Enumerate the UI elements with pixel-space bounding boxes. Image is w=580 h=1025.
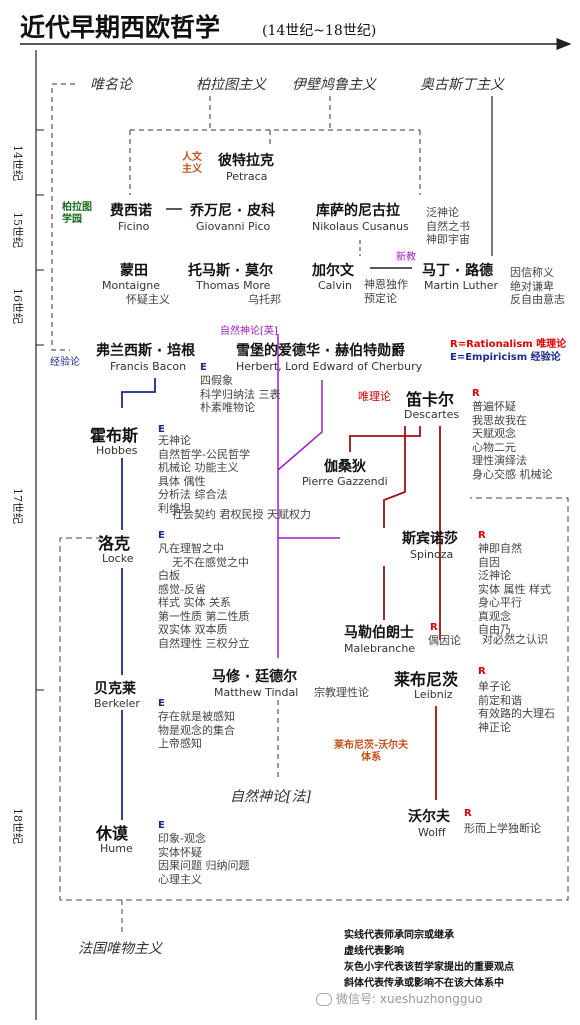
- school-french-materialism: 法国唯物主义: [78, 941, 162, 957]
- leibniz-tag: R: [478, 666, 486, 677]
- cusanus-ideas: 泛神论自然之书神即宇宙: [426, 206, 470, 246]
- calvin-en: Calvin: [318, 279, 353, 292]
- herbert-name: 雪堡的爱德华 · 赫伯特勋爵: [236, 343, 406, 359]
- pico-en: Giovanni Pico: [196, 220, 271, 233]
- bacon-en: Francis Bacon: [110, 360, 187, 373]
- petrarca-en: Petraca: [226, 170, 268, 183]
- locke-en: Locke: [102, 552, 134, 565]
- century-18: 18世纪: [11, 808, 24, 844]
- malebranche-ideas: 偶因论: [428, 634, 461, 647]
- luther-name: 马丁 · 路德: [422, 263, 494, 279]
- berkeley-ideas: 存在就是被感知物是观念的集合上帝感知: [158, 710, 235, 750]
- luther-ideas: 因信称义绝对谦卑反自由意志: [510, 266, 565, 306]
- empiricism-label: 经验论: [50, 357, 80, 368]
- locke-name: 洛克: [98, 534, 131, 553]
- hobbes-ideas: 无神论自然哲学-公民哲学机械论 功能主义 具体 偶性分析法 综合法利维坦: [158, 434, 250, 515]
- calvin-ideas: 神恩独作预定论: [364, 278, 408, 305]
- wechat-icon: [316, 993, 332, 1006]
- descartes-ideas: 普遍怀疑我思故我在天赋观念 心物二元理性演绎法身心交感 机械论: [472, 400, 553, 481]
- locke-ideas: 凡在理智之中无不在感觉之中白板 感觉-反省样式 实体 关系第一性质 第二性质 双…: [158, 542, 250, 650]
- natural-deism-en: 自然神论[英]: [220, 326, 278, 337]
- wolff-tag: R: [464, 808, 472, 819]
- wolff-ideas: 形而上学独断论: [464, 822, 541, 835]
- descartes-name: 笛卡尔: [406, 390, 455, 409]
- school-epicureanism: 伊壁鸠鲁主义: [292, 77, 376, 93]
- spinoza-ideas: 神即自然自因泛神论 实体 属性 样式身心平行真观念 自由乃: [478, 542, 551, 636]
- hobbes-ideas-extra: 社会契约 君权民授 天赋权力: [172, 508, 311, 521]
- school-nominalism: 唯名论: [90, 77, 132, 93]
- berkeley-name: 贝克莱: [94, 681, 136, 697]
- protestant-label: 新教: [396, 252, 416, 263]
- hume-en: Hume: [100, 842, 133, 855]
- berkeley-en: Berkeler: [94, 697, 140, 710]
- montaigne-ideas: 怀疑主义: [126, 293, 170, 306]
- page-title: 近代早期西欧哲学: [20, 13, 221, 42]
- watermark: 微信号: xueshuzhongguo: [316, 990, 482, 1007]
- century-17: 17世纪: [11, 488, 24, 524]
- hume-ideas: 印象-观念实体怀疑因果问题 归纳问题心理主义: [158, 832, 250, 886]
- hume-name: 休谟: [96, 824, 129, 843]
- montaigne-name: 蒙田: [120, 263, 148, 279]
- spinoza-en: Spinoza: [410, 548, 454, 561]
- hobbes-en: Hobbes: [96, 444, 138, 457]
- berkeley-tag: E: [158, 698, 165, 709]
- ficino-name: 费西诺: [110, 203, 152, 219]
- descartes-tag: R: [472, 388, 480, 399]
- malebranche-en: Malebranche: [344, 642, 416, 655]
- leibniz-ideas: 单子论前定和谐有效路的大理石神正论: [478, 680, 555, 734]
- leibniz-wolff-label: 莱布尼茨-沃尔夫体系: [334, 740, 409, 763]
- hume-tag: E: [158, 820, 165, 831]
- page-subtitle: (14世纪~18世纪): [262, 23, 377, 39]
- leibniz-en: Leibniz: [414, 688, 453, 701]
- bacon-name: 弗兰西斯 · 培根: [96, 343, 196, 359]
- hobbes-tag: E: [158, 424, 165, 435]
- leibniz-name: 莱布尼茨: [394, 670, 459, 689]
- more-name: 托马斯 · 莫尔: [188, 263, 274, 279]
- school-platonism: 柏拉图主义: [196, 77, 266, 93]
- natural-deism-fa: 自然神论[法]: [230, 789, 311, 805]
- luther-en: Martin Luther: [424, 279, 499, 292]
- petrarca-name: 彼特拉克: [218, 153, 274, 169]
- cusanus-en: Nikolaus Cusanus: [312, 220, 409, 233]
- hobbes-name: 霍布斯: [90, 426, 139, 445]
- century-15: 15世纪: [11, 212, 24, 248]
- bacon-tag: E: [200, 362, 207, 373]
- tindal-en: Matthew Tindal: [214, 686, 299, 699]
- more-en: Thomas More: [196, 279, 271, 292]
- wolff-en: Wolff: [418, 826, 446, 839]
- tindal-name: 马修 · 廷德尔: [212, 669, 298, 685]
- wolff-name: 沃尔夫: [408, 809, 450, 825]
- descartes-en: Descartes: [404, 408, 460, 421]
- legend-re: R=Rationalism 唯理论 E=Empiricism 经验论: [450, 339, 567, 363]
- bacon-ideas: 四假象科学归纳法 三表朴素唯物论: [200, 374, 281, 414]
- malebranche-tag: R: [430, 622, 438, 633]
- school-augustinianism: 奥古斯丁主义: [420, 77, 504, 93]
- cusanus-name: 库萨的尼古拉: [316, 203, 400, 219]
- malebranche-name: 马勒伯朗士: [344, 625, 414, 641]
- calvin-name: 加尔文: [312, 263, 354, 279]
- plato-academy-label: 柏拉图学园: [62, 202, 92, 225]
- tindal-ideas: 宗教理性论: [314, 686, 369, 699]
- spinoza-ideas-extra: 对必然之认识: [482, 633, 548, 646]
- herbert-en: Herbert, Lord Edward of Cherbury: [236, 360, 423, 373]
- legend-bottom: 实线代表师承同宗或继承虚线代表影响灰色小字代表该哲学家提出的重要观点斜体代表传承…: [344, 930, 514, 989]
- rationalism-label: 唯理论: [358, 390, 391, 403]
- century-16: 16世纪: [11, 288, 24, 324]
- spinoza-tag: R: [478, 530, 486, 541]
- century-14: 14世纪: [11, 145, 24, 181]
- ficino-en: Ficino: [118, 220, 150, 233]
- gassendi-en: Pierre Gazzendi: [302, 475, 388, 488]
- locke-tag: E: [158, 530, 165, 541]
- montaigne-en: Montaigne: [102, 279, 161, 292]
- humanism-label: 人文主义: [182, 152, 202, 175]
- more-ideas: 乌托邦: [248, 293, 281, 306]
- spinoza-name: 斯宾诺莎: [402, 531, 458, 547]
- gassendi-name: 伽桑狄: [324, 459, 366, 475]
- pico-name: 乔万尼 · 皮科: [190, 203, 276, 219]
